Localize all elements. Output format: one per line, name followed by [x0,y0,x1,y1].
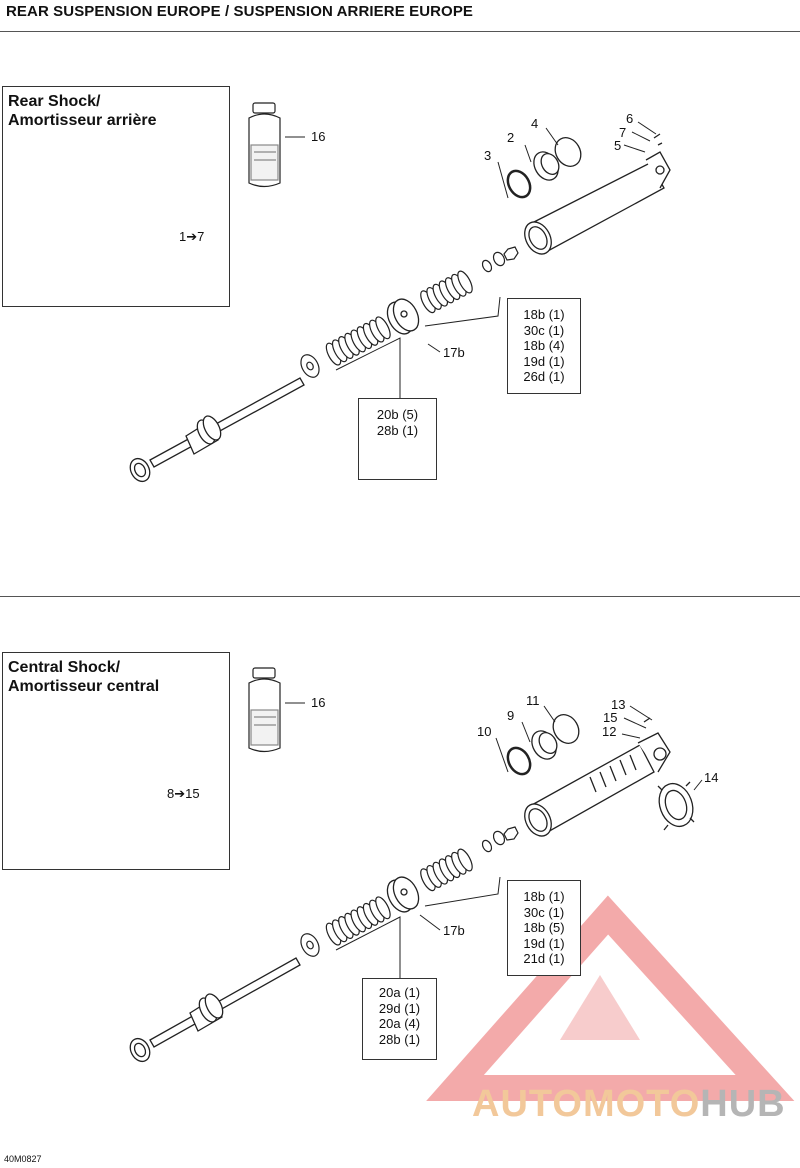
list-item: 21d (1) [523,951,565,966]
watermark-part2: HUB [700,1083,786,1125]
callout-6: 6 [626,111,634,126]
central-inset-ref: 8➔15 [167,786,200,801]
central-piston-ref: 17b [443,923,465,938]
callout-10: 10 [477,724,492,739]
list-item: 19d (1) [523,353,565,369]
callout-14: 14 [704,770,719,785]
central-shock-inset-frame [2,652,230,870]
rear-title-en: Rear Shock/ [8,93,101,110]
central-upper-shim-stack [417,846,476,894]
rear-title-fr: Amortisseur arrière [8,112,157,129]
rear-lower-parts-box: 20b (5) 28b (1) [358,398,437,480]
central-preload-ring [657,781,695,831]
rear-fluid-bottle [248,102,281,188]
list-item: 18b (5) [523,920,565,935]
rear-shock-rod [129,377,305,483]
central-fluid-bottle [248,667,281,753]
callout-3: 3 [484,148,492,163]
callout-2: 2 [507,130,515,145]
list-item: 30c (1) [523,904,565,920]
watermark-text: AUTOMOTOHUB [472,1083,786,1126]
list-item: 18b (4) [523,338,565,353]
rear-piston-ref: 17b [443,345,465,360]
rear-fluid-ref: 16 [311,129,326,144]
central-piston [386,876,420,913]
callout-13: 13 [611,697,626,712]
rear-nut-washers [481,246,519,273]
rear-washer-stack [300,354,320,378]
list-item: 18b (1) [523,307,565,322]
central-lower-parts-box: 20a (1) 29d (1) 20a (4) 28b (1) [362,978,437,1060]
rear-shock-inset-frame [2,86,230,307]
callout-11: 11 [526,693,540,708]
central-upper-parts-box: 18b (1) 30c (1) 18b (5) 19d (1) 21d (1) [507,880,581,976]
list-item: 28b (1) [378,1031,421,1047]
list-item: 20a (1) [378,985,421,1000]
document-id: 40M0827 [4,1154,42,1164]
callout-9: 9 [507,708,515,723]
rear-upper-shim-stack [417,268,476,316]
list-item: 20a (4) [378,1016,421,1031]
header-rule [0,31,800,32]
callout-4: 4 [531,116,539,131]
central-shock-frame-title: Central Shock/ Amortisseur central [8,658,159,696]
page-title: REAR SUSPENSION EUROPE / SUSPENSION ARRI… [6,3,474,20]
section-divider [0,596,800,597]
callout-5: 5 [614,138,622,153]
list-item: 30c (1) [523,322,565,338]
list-item: 26d (1) [523,369,565,384]
list-item: 28b (1) [376,422,419,438]
rear-shock-frame-title: Rear Shock/ Amortisseur arrière [8,92,157,130]
rear-seal-parts [506,133,663,199]
list-item: 19d (1) [523,935,565,951]
rear-inset-ref: 1➔7 [179,229,205,244]
callout-7: 7 [619,125,627,140]
rear-upper-parts-box: 18b (1) 30c (1) 18b (4) 19d (1) 26d (1) [507,298,581,394]
central-seal-parts [506,714,651,776]
watermark-part1: AUTOMOTO [472,1083,701,1125]
callout-12: 12 [602,724,617,739]
central-title-fr: Amortisseur central [8,678,160,695]
list-item: 18b (1) [523,889,565,904]
rear-piston [386,298,420,335]
central-shock-body [524,732,671,837]
central-lower-shim-stack [322,894,394,948]
central-fluid-ref: 16 [311,695,326,710]
list-item: 20b (5) [376,407,419,422]
central-shock-rod [129,957,301,1063]
callout-15: 15 [603,710,618,725]
watermark-logo [426,895,795,1101]
central-title-en: Central Shock/ [8,659,121,676]
rear-shock-body [524,151,671,255]
list-item: 29d (1) [378,1000,421,1016]
